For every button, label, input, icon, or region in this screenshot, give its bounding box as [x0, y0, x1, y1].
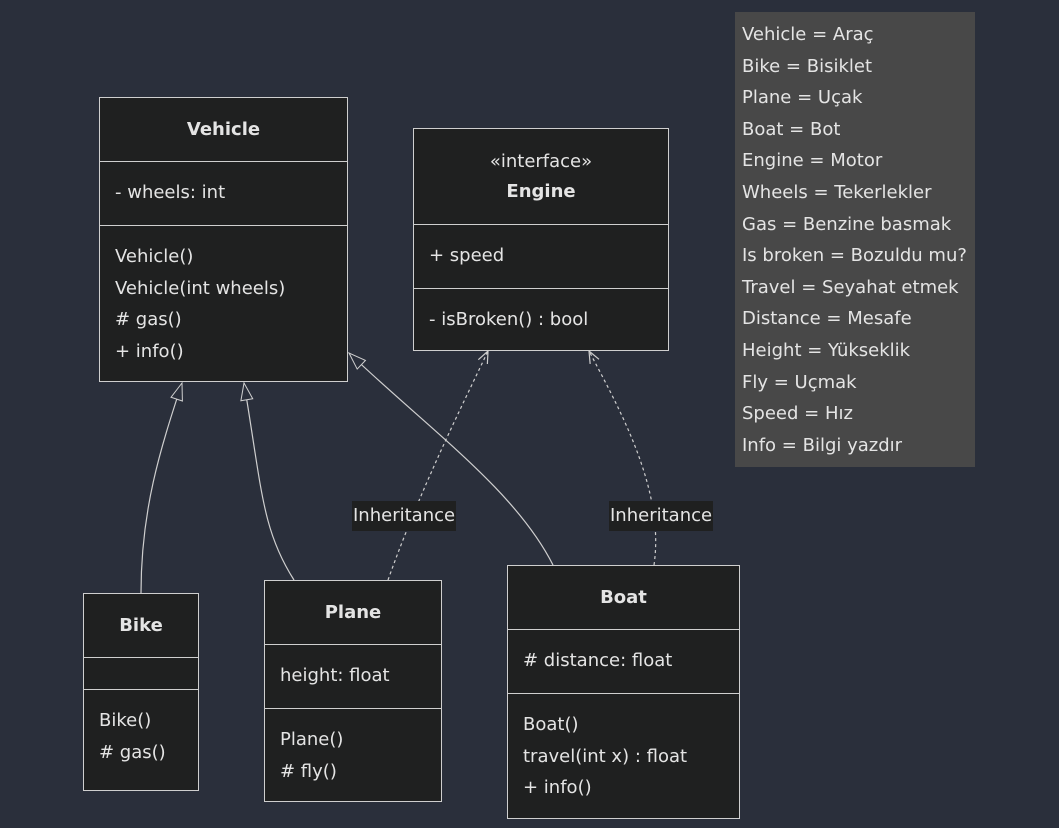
method: travel(int x) : float — [523, 745, 688, 767]
class-header: Plane — [265, 581, 441, 645]
attribute: + speed — [429, 245, 505, 266]
attribute: # distance: float — [523, 650, 673, 671]
methods-section: Plane() # fly() — [265, 708, 441, 802]
edge-label-plane-engine: Inheritance — [352, 501, 457, 531]
note-line: Wheels = Tekerlekler — [742, 181, 932, 203]
note-line: Engine = Motor — [742, 150, 883, 172]
class-boat: Boat # distance: float Boat() travel(int… — [507, 565, 740, 819]
method: Plane() — [280, 729, 344, 750]
method: Vehicle(int wheels) — [115, 277, 286, 299]
class-name: Engine — [506, 180, 576, 202]
note-line: Speed = Hız — [742, 403, 853, 425]
edge-bike-vehicle — [140, 381, 183, 594]
class-stereotype: «interface» — [489, 150, 593, 172]
class-vehicle: Vehicle - wheels: int Vehicle() Vehicle(… — [99, 97, 348, 382]
method: Bike() — [99, 710, 152, 731]
methods-section: Bike() # gas() — [84, 689, 198, 791]
attributes-section: + speed — [414, 225, 668, 288]
methods-section: Boat() travel(int x) : float + info() — [508, 693, 739, 819]
attribute: height: float — [280, 665, 390, 686]
class-engine: «interface» Engine + speed - isBroken() … — [413, 128, 669, 351]
method: + info() — [523, 777, 592, 798]
method: # fly() — [280, 760, 337, 782]
attributes-section: - wheels: int — [100, 162, 347, 225]
method: Vehicle() — [115, 246, 194, 267]
edge-plane-vehicle — [240, 381, 295, 581]
note-line: Vehicle = Araç — [742, 24, 874, 45]
note-line: Height = Yükseklik — [742, 339, 911, 361]
method: - isBroken() : bool — [429, 309, 589, 330]
class-header: Boat — [508, 566, 739, 630]
method: # gas() — [99, 741, 166, 763]
class-name: Plane — [324, 601, 382, 623]
note-line: Fly = Uçmak — [742, 371, 857, 393]
note-line: Boat = Bot — [742, 118, 841, 140]
note-line: Bike = Bisiklet — [742, 55, 873, 77]
note-line: Is broken = Bozuldu mu? — [742, 245, 967, 267]
method: Boat() — [523, 714, 579, 735]
class-name: Boat — [600, 586, 647, 608]
translation-note: Vehicle = Araç Bike = Bisiklet Plane = U… — [735, 12, 975, 467]
note-line: Gas = Benzine basmak — [742, 213, 952, 235]
edge-plane-engine — [387, 349, 489, 581]
note-line: Info = Bilgi yazdır — [742, 434, 903, 456]
edge-boat-engine — [588, 349, 657, 566]
attributes-section — [84, 658, 198, 689]
method: + info() — [115, 340, 184, 362]
class-header: «interface» Engine — [414, 129, 668, 225]
methods-section: Vehicle() Vehicle(int wheels) # gas() + … — [100, 225, 347, 382]
attributes-section: # distance: float — [508, 630, 739, 693]
class-name: Bike — [119, 614, 163, 636]
edge-boat-vehicle — [347, 351, 554, 566]
methods-section: - isBroken() : bool — [414, 288, 668, 351]
method: # gas() — [115, 309, 182, 330]
note-line: Plane = Uçak — [742, 87, 863, 109]
attributes-section: height: float — [265, 645, 441, 708]
note-line: Travel = Seyahat etmek — [742, 276, 959, 298]
note-line: Distance = Mesafe — [742, 308, 912, 330]
edge-label-boat-engine: Inheritance — [609, 501, 714, 531]
class-name: Vehicle — [186, 118, 261, 140]
class-plane: Plane height: float Plane() # fly() — [264, 580, 442, 802]
class-bike: Bike Bike() # gas() — [83, 593, 199, 791]
class-header: Bike — [84, 594, 198, 658]
class-header: Vehicle — [100, 98, 347, 162]
attribute: - wheels: int — [115, 182, 226, 203]
